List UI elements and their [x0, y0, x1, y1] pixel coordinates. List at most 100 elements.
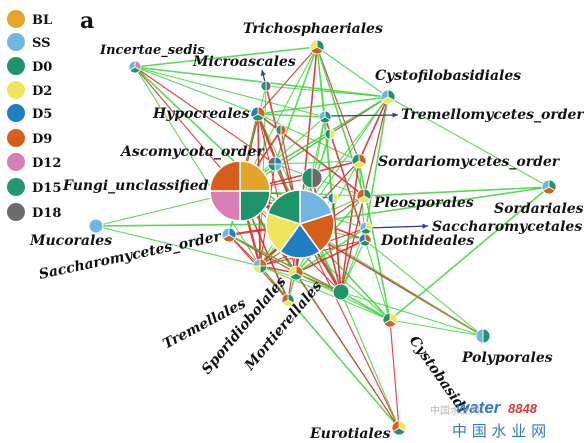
- node-poly: [475, 328, 491, 344]
- network-edge: [295, 239, 366, 274]
- node-slice: [324, 128, 331, 140]
- network-edge: [134, 46, 318, 68]
- legend-item-bl: BL: [7, 10, 52, 28]
- network-edge: [332, 197, 342, 293]
- label-hypocreales: Hypocreales: [152, 106, 250, 122]
- node-slice: [358, 233, 366, 244]
- network-edge: [299, 223, 400, 429]
- label-mucorales: Mucorales: [29, 233, 112, 249]
- watermark-brand: water: [456, 398, 502, 417]
- node-slice: [301, 167, 313, 189]
- node-n350: [281, 293, 295, 307]
- node-slice: [311, 167, 323, 189]
- node-hypo: [250, 106, 266, 122]
- node-tremello: [318, 110, 332, 124]
- network-edge: [295, 272, 400, 429]
- node-hub2: [324, 128, 336, 140]
- arrow-line: [325, 114, 399, 117]
- node-hub1: [275, 124, 287, 136]
- network-edge: [274, 46, 318, 165]
- label-sordariales: Sordariales: [494, 201, 584, 217]
- legend-swatch: [7, 178, 25, 196]
- arrow-head: [392, 112, 398, 118]
- network-edge: [389, 186, 550, 321]
- node-incertae: [128, 60, 142, 74]
- direction-arrows: [260, 69, 429, 229]
- label-fungi-unclassified: Fungi_unclassified: [62, 178, 209, 194]
- network-edge: [316, 46, 389, 98]
- node-microasc: [260, 80, 272, 92]
- network-edge: [95, 225, 261, 267]
- legend-item-d5: D5: [7, 104, 52, 122]
- label-cystofilobasidiales: Cystofilobasidiales: [375, 68, 521, 84]
- node-slice: [266, 189, 301, 226]
- node-slice: [209, 190, 241, 222]
- legend-label: D9: [32, 132, 52, 147]
- node-slice: [267, 156, 276, 165]
- legend-label: D0: [32, 60, 52, 75]
- network-edge: [340, 291, 400, 429]
- network-edge: [364, 239, 484, 337]
- node-slice: [275, 124, 282, 136]
- node-euro: [391, 420, 407, 436]
- node-sordar: [541, 179, 557, 195]
- node-slice: [309, 39, 318, 52]
- panel-label: a: [80, 8, 94, 34]
- network-edge: [299, 223, 484, 337]
- node-slice: [332, 283, 350, 301]
- legend-swatch: [7, 33, 25, 51]
- network-edge: [363, 186, 550, 197]
- node-slice: [382, 312, 391, 325]
- node-center: [265, 189, 335, 259]
- node-mortie: [332, 283, 350, 301]
- legend-label: D15: [32, 181, 61, 196]
- node-sacchO: [221, 227, 237, 243]
- node-slice: [239, 190, 271, 222]
- node-slice: [128, 60, 136, 71]
- node-slice: [278, 222, 322, 259]
- network-edge: [274, 160, 360, 165]
- node-slice: [541, 179, 550, 192]
- network-edge: [259, 265, 400, 429]
- node-sporid: [288, 265, 304, 281]
- label-incertae-sedis: Incertae_sedis: [99, 43, 205, 58]
- node-slice: [318, 110, 326, 121]
- node-slice: [221, 227, 230, 240]
- network-nodes: [88, 39, 557, 436]
- label-ascomycota-order: Ascomycota_order: [119, 144, 265, 160]
- network-edge: [364, 239, 391, 321]
- watermark-number: 8848: [508, 401, 538, 416]
- legend-item-d9: D9: [7, 129, 52, 147]
- legend-item-ss: SS: [7, 33, 51, 51]
- network-edge: [259, 265, 391, 321]
- legend-swatch: [7, 104, 25, 122]
- legend-label: D5: [32, 107, 52, 122]
- label-pleosporales: Pleosporales: [373, 195, 474, 211]
- legend-label: D18: [32, 206, 61, 221]
- node-slice: [252, 258, 261, 267]
- legend-item-d2: D2: [7, 81, 52, 99]
- node-slice: [88, 218, 104, 234]
- network-edge: [257, 113, 360, 162]
- arrow-head: [260, 70, 266, 76]
- label-tremellomycetes-order: Tremellomycetes_order: [401, 107, 584, 123]
- network-edge: [295, 227, 367, 274]
- legend-item-d15: D15: [7, 178, 61, 196]
- node-asco: [267, 156, 283, 172]
- node-slice: [250, 106, 259, 119]
- node-hub3: [327, 192, 339, 204]
- network-edge: [134, 66, 259, 115]
- node-slice: [298, 212, 335, 253]
- network-edge: [340, 291, 391, 321]
- node-slice: [356, 188, 365, 201]
- network-edge: [389, 319, 484, 337]
- network-edge: [257, 46, 318, 115]
- node-pleo: [356, 188, 372, 204]
- label-microascales: Microascales: [192, 54, 296, 70]
- legend-label: D2: [32, 84, 52, 99]
- legend-swatch: [7, 10, 25, 28]
- legend-item-d12: D12: [7, 153, 61, 171]
- node-slice: [288, 265, 297, 278]
